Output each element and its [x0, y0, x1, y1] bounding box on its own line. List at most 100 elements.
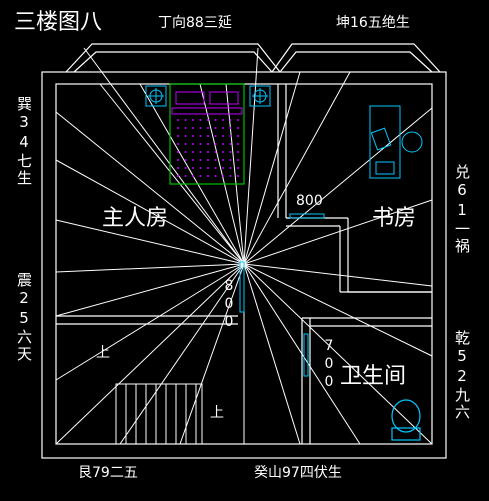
bed-dot	[199, 175, 202, 177]
direction-ray	[243, 263, 361, 445]
direction-ray	[83, 47, 245, 265]
bed-dot	[184, 175, 187, 177]
bed-dot	[199, 143, 202, 145]
bed-dot	[214, 175, 217, 177]
bed-dot	[237, 119, 239, 121]
direction-ray	[243, 263, 433, 445]
bed-dot	[199, 119, 202, 121]
study-desk	[369, 105, 423, 179]
direction-right-upper: 兑61一祸	[453, 164, 471, 255]
bed-dot	[177, 127, 179, 129]
direction-ray	[243, 263, 433, 287]
bed-dot	[207, 127, 209, 129]
bed-dot	[214, 159, 217, 161]
bed-dot	[192, 143, 194, 145]
dimension-bathroom-door: 700	[321, 338, 337, 392]
bed-dot	[199, 127, 202, 129]
direction-right-lower: 乾52九六	[453, 330, 471, 421]
direction-ray	[139, 83, 245, 265]
bed-dot	[214, 127, 217, 129]
bed-dot	[222, 175, 224, 177]
bed-dot	[177, 151, 179, 153]
bed-dot	[192, 119, 194, 121]
bed-dot	[192, 151, 194, 153]
direction-ray	[55, 263, 245, 445]
stair-label-up-right: 上	[210, 405, 224, 421]
doors	[239, 213, 325, 377]
bed-dot	[229, 175, 232, 177]
bed-dot	[229, 135, 232, 137]
bed-dot	[214, 167, 217, 169]
direction-rays	[55, 47, 433, 445]
nightstand-right	[249, 85, 271, 107]
bed-dot	[192, 135, 194, 137]
direction-ray	[55, 263, 245, 317]
bed-dot	[222, 127, 224, 129]
bed-dot	[229, 143, 232, 145]
interior-walls	[56, 84, 432, 444]
direction-ray	[55, 111, 245, 265]
bed-dot	[184, 135, 187, 137]
toilet	[391, 399, 421, 441]
direction-ray	[243, 263, 301, 445]
nightstand-left	[145, 85, 167, 107]
direction-ray	[243, 71, 301, 265]
bed-dot	[207, 151, 209, 153]
staircase	[115, 383, 203, 445]
direction-top-center: 丁向88三延	[158, 15, 232, 31]
bed-dot	[177, 159, 179, 161]
direction-ray	[55, 159, 245, 265]
bed-dot	[237, 175, 239, 177]
direction-ray	[99, 83, 245, 265]
bed-dot	[214, 143, 217, 145]
bed-dot	[207, 143, 209, 145]
bed-dot	[177, 167, 179, 169]
bed-dot	[222, 143, 224, 145]
bed-dot	[222, 119, 224, 121]
bed-dot	[222, 151, 224, 153]
bed-dot	[177, 135, 179, 137]
direction-ray	[243, 107, 433, 265]
room-label-master-bedroom: 主人房	[102, 206, 169, 231]
bed-dot	[237, 143, 239, 145]
bed-dot	[199, 135, 202, 137]
direction-ray	[243, 71, 351, 265]
bed-dot	[237, 151, 239, 153]
direction-ray	[119, 263, 245, 445]
direction-ray	[55, 219, 245, 265]
bed-dot	[184, 167, 187, 169]
bed-dot	[192, 175, 194, 177]
bed-dot	[177, 143, 179, 145]
bed-dot	[222, 159, 224, 161]
room-label-bathroom: 卫生间	[340, 364, 407, 389]
bed-dot	[184, 127, 187, 129]
bed-dot	[199, 151, 202, 153]
bed-dot	[229, 159, 232, 161]
room-label-study: 书房	[372, 206, 417, 231]
bed-dot	[177, 175, 179, 177]
bed-dot	[237, 159, 239, 161]
bed-dot	[207, 159, 209, 161]
bed-dot	[207, 167, 209, 169]
bed-dot	[192, 167, 194, 169]
bed-dot	[214, 135, 217, 137]
direction-bottom-left: 艮79二五	[78, 465, 138, 481]
bed-dot	[214, 151, 217, 153]
bed-dot	[207, 135, 209, 137]
bed-dot	[229, 119, 232, 121]
direction-left-upper: 巽34七生	[15, 96, 33, 187]
bed-dot	[237, 167, 239, 169]
bed-dot	[177, 119, 179, 121]
bed	[169, 83, 245, 185]
bed-dot	[184, 143, 187, 145]
stair-label-up-left: 上	[96, 345, 110, 361]
direction-ray	[55, 263, 245, 381]
bed-dot	[199, 159, 202, 161]
direction-ray	[243, 47, 259, 265]
bed-dot	[237, 127, 239, 129]
bed-dot	[184, 151, 187, 153]
bed-dot	[222, 167, 224, 169]
bed-dot	[192, 127, 194, 129]
bed-dot	[199, 167, 202, 169]
